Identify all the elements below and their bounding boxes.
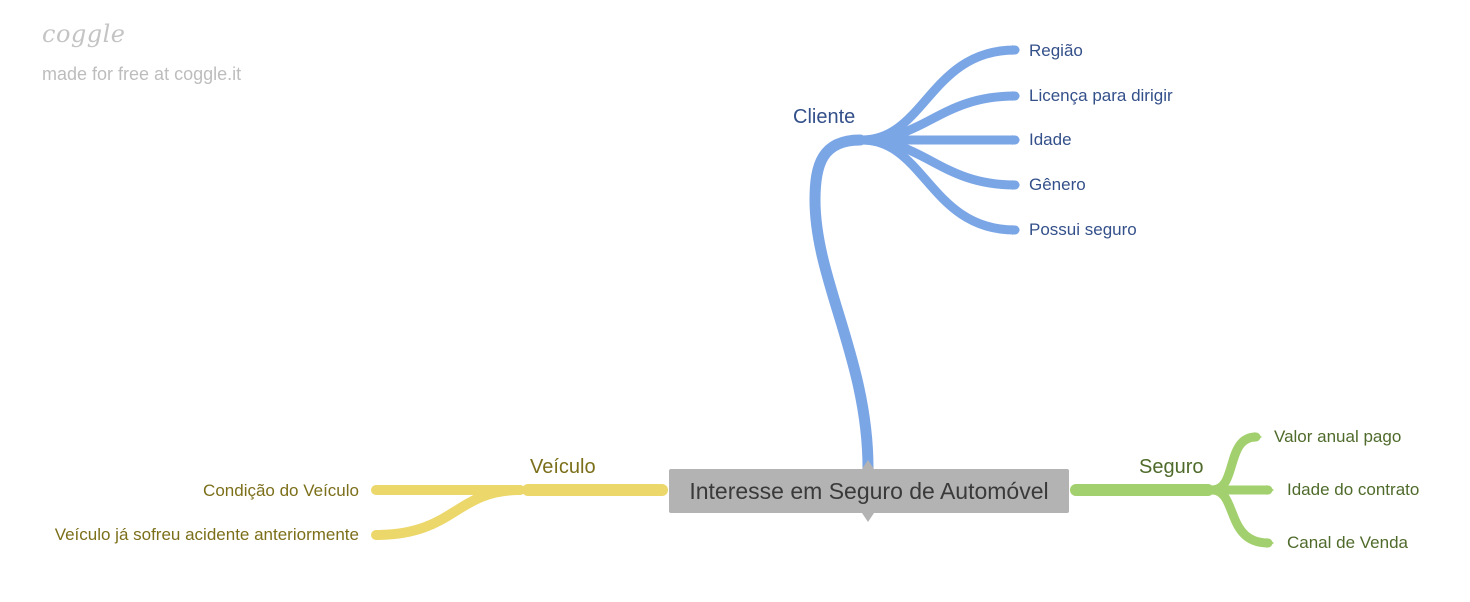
leaf-valor-anual-pago[interactable]: Valor anual pago [1274, 427, 1402, 446]
cliente-trunk-line [809, 134, 874, 474]
coggle-watermark-text[interactable]: made for free at coggle.it [42, 64, 242, 84]
cliente-arrow-tips [1012, 45, 1020, 235]
leaf-veiculo-acidente[interactable]: Veículo já sofreu acidente anteriormente [54, 525, 359, 544]
leaf-idade[interactable]: Idade [1029, 130, 1072, 149]
idade-tip [1012, 135, 1020, 145]
leaf-genero[interactable]: Gênero [1029, 175, 1086, 194]
cliente-branch-label[interactable]: Cliente [793, 106, 856, 128]
leaf-canal-de-venda[interactable]: Canal de Venda [1287, 533, 1408, 552]
possui-seguro-line [857, 135, 1020, 235]
leaf-condicao-do-veiculo[interactable]: Condição do Veículo [203, 481, 359, 500]
central-bottom-notch [862, 513, 874, 522]
leaf-regiao[interactable]: Região [1029, 41, 1083, 60]
leaf-idade-do-contrato[interactable]: Idade do contrato [1287, 480, 1420, 499]
seguro-arrow-tips [1254, 432, 1274, 548]
central-node-label: Interesse em Seguro de Automóvel [689, 477, 1049, 504]
leaf-possui-seguro[interactable]: Possui seguro [1029, 220, 1137, 239]
idade-contrato-tip [1266, 485, 1274, 495]
genero-tip [1012, 180, 1020, 190]
licenca-line [857, 91, 1020, 145]
valor-line [1207, 432, 1261, 495]
seguro-branch-lines [1070, 432, 1274, 548]
regiao-tip [1012, 45, 1020, 55]
leaf-licenca-para-dirigir[interactable]: Licença para dirigir [1029, 86, 1173, 105]
central-node[interactable]: Interesse em Seguro de Automóvel [669, 469, 1069, 513]
cliente-leaf-lines [857, 45, 1020, 235]
canal-line [1207, 485, 1273, 548]
acidente-line [371, 485, 525, 540]
central-top-notch [862, 460, 874, 469]
seguro-branch-label[interactable]: Seguro [1139, 456, 1204, 478]
veiculo-branch-lines [371, 484, 668, 540]
cliente-branch-lines [809, 45, 1020, 474]
coggle-logo[interactable]: coggle [42, 20, 126, 48]
possui-seguro-tip [1012, 225, 1020, 235]
veiculo-branch-label[interactable]: Veículo [530, 456, 596, 478]
valor-tip [1254, 432, 1262, 442]
licenca-tip [1012, 91, 1020, 101]
canal-tip [1266, 538, 1274, 548]
